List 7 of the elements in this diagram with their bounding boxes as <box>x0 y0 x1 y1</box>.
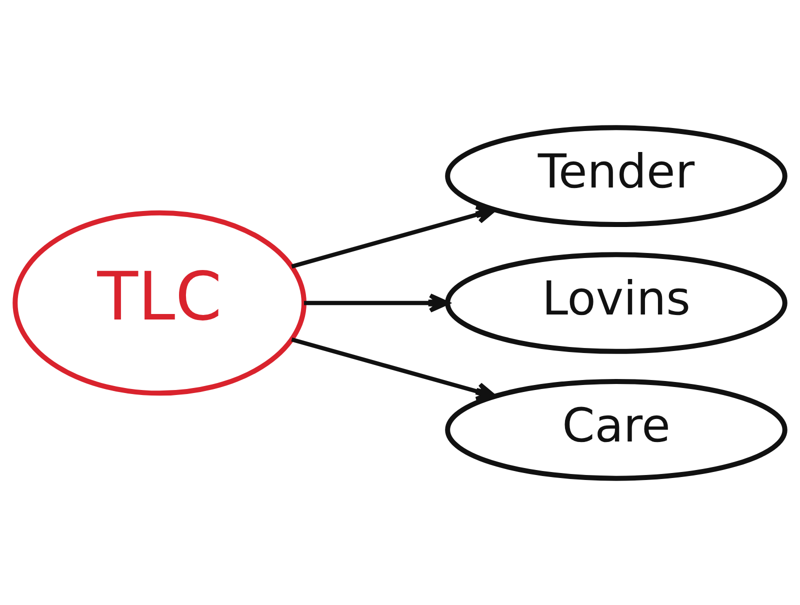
arrow <box>291 204 496 268</box>
node-ellipse: Care <box>445 378 788 480</box>
arrow <box>304 292 450 312</box>
arrow <box>291 337 496 401</box>
node-ellipse: Tender <box>445 124 788 227</box>
node-ellipse: Lovins <box>445 252 788 354</box>
node-ellipse: TLC <box>12 210 306 396</box>
